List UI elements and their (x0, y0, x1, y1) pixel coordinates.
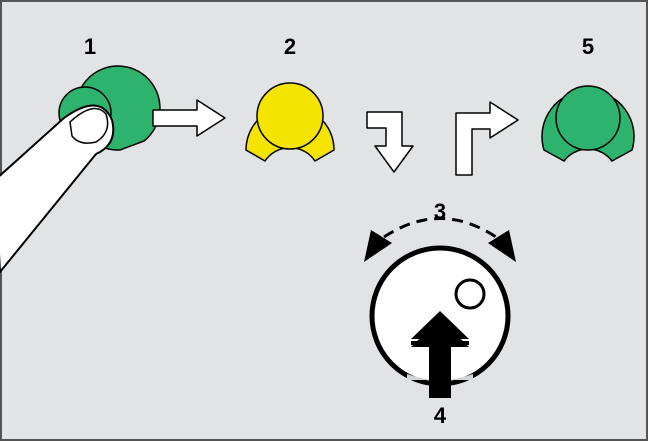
push-arrow-icon (411, 311, 469, 398)
finger-icon (0, 104, 115, 273)
step-2-yellow-button (245, 82, 335, 162)
step-3-label: 3 (434, 199, 446, 224)
right-arrow-icon (152, 99, 226, 137)
rotate-right-arrow-icon (488, 230, 516, 262)
turn-right-arrow-icon (455, 101, 519, 176)
step-4-label: 4 (434, 403, 447, 428)
step-5-green-button (541, 85, 635, 162)
button-center (256, 82, 324, 150)
turn-down-arrow-icon (366, 111, 414, 173)
knob-base-gap (407, 374, 473, 380)
step-1-label: 1 (84, 34, 96, 59)
rotate-arrows-icon (364, 217, 516, 262)
rotate-left-arrow-icon (364, 230, 392, 262)
step-5-label: 5 (582, 34, 594, 59)
knob-indicator-dot (454, 278, 486, 310)
step-2-label: 2 (284, 34, 296, 59)
button-center (555, 85, 621, 151)
